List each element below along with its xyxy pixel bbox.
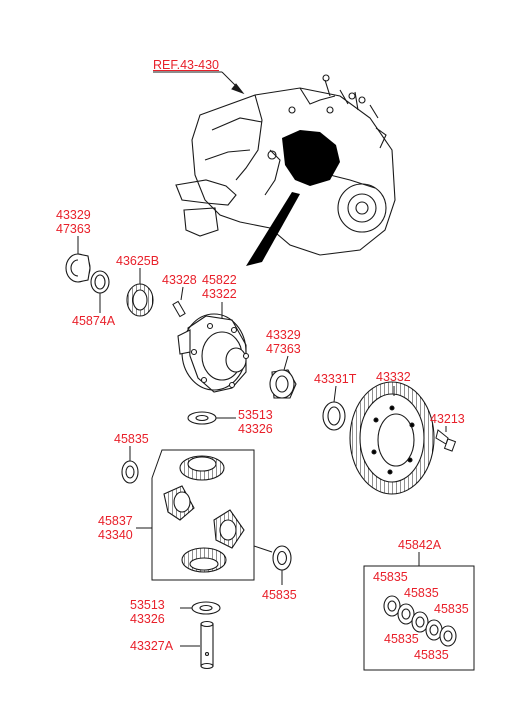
label-washer-bottom-2: 43326	[130, 612, 165, 626]
label-case-1: 45822	[202, 273, 237, 287]
kit-washers	[383, 595, 457, 647]
label-washer-top-1: 53513	[238, 408, 273, 422]
reference-leader	[153, 71, 245, 95]
label-speedo-gear: 43625B	[116, 254, 160, 268]
bearing-right	[269, 369, 297, 399]
reference-label[interactable]: REF.43-430	[153, 58, 220, 72]
label-side-washer-right: 45835	[262, 588, 297, 602]
side-gear-upper	[179, 455, 225, 481]
label-pin: 43328	[162, 273, 197, 287]
side-gear-lower	[181, 547, 227, 573]
thrust-washer-top	[187, 411, 217, 425]
label-kit-washer-b: 45835	[404, 586, 439, 600]
label-bearing-left-1: 43329	[56, 208, 91, 222]
label-shim: 43331T	[314, 372, 357, 386]
label-pinion-set-2: 43340	[98, 528, 133, 542]
label-pinion-set-1: 45837	[98, 514, 133, 528]
label-kit-washer-a: 45835	[373, 570, 408, 584]
thrust-washer-bottom	[191, 601, 221, 615]
label-bolt: 43213	[430, 412, 465, 426]
label-washer-bottom-1: 53513	[130, 598, 165, 612]
seal-left	[90, 270, 110, 294]
transaxle-housing	[175, 74, 396, 256]
ring-gear	[349, 381, 435, 495]
speedo-gear	[126, 283, 154, 317]
label-seal-left: 45874A	[72, 314, 116, 328]
pinion-gear-left	[163, 485, 195, 521]
bearing-left	[65, 253, 91, 283]
shim	[322, 401, 346, 431]
label-bearing-left-2: 47363	[56, 222, 91, 236]
label-kit-washer-c: 45835	[434, 602, 469, 616]
side-washer-left	[121, 460, 139, 484]
pinion-shaft	[200, 620, 214, 670]
label-washer-kit: 45842A	[398, 538, 442, 552]
pinion-gear-box	[151, 449, 255, 581]
side-washer-right	[272, 545, 292, 571]
washer-kit-box	[363, 552, 475, 671]
bolt	[435, 429, 457, 452]
label-kit-washer-d: 45835	[384, 632, 419, 646]
label-pinion-shaft: 43327A	[130, 639, 174, 653]
label-side-washer-left: 45835	[114, 432, 149, 446]
label-case-2: 43322	[202, 287, 237, 301]
pinion-gear-right	[213, 509, 245, 549]
housing-opening	[282, 130, 340, 186]
label-bearing-right-1: 43329	[266, 328, 301, 342]
transition-beam	[246, 192, 300, 266]
label-bearing-right-2: 47363	[266, 342, 301, 356]
label-washer-top-2: 43326	[238, 422, 273, 436]
differential-case	[177, 313, 250, 393]
pin	[172, 300, 186, 318]
label-kit-washer-e: 45835	[414, 648, 449, 662]
label-ring-gear: 43332	[376, 370, 411, 384]
